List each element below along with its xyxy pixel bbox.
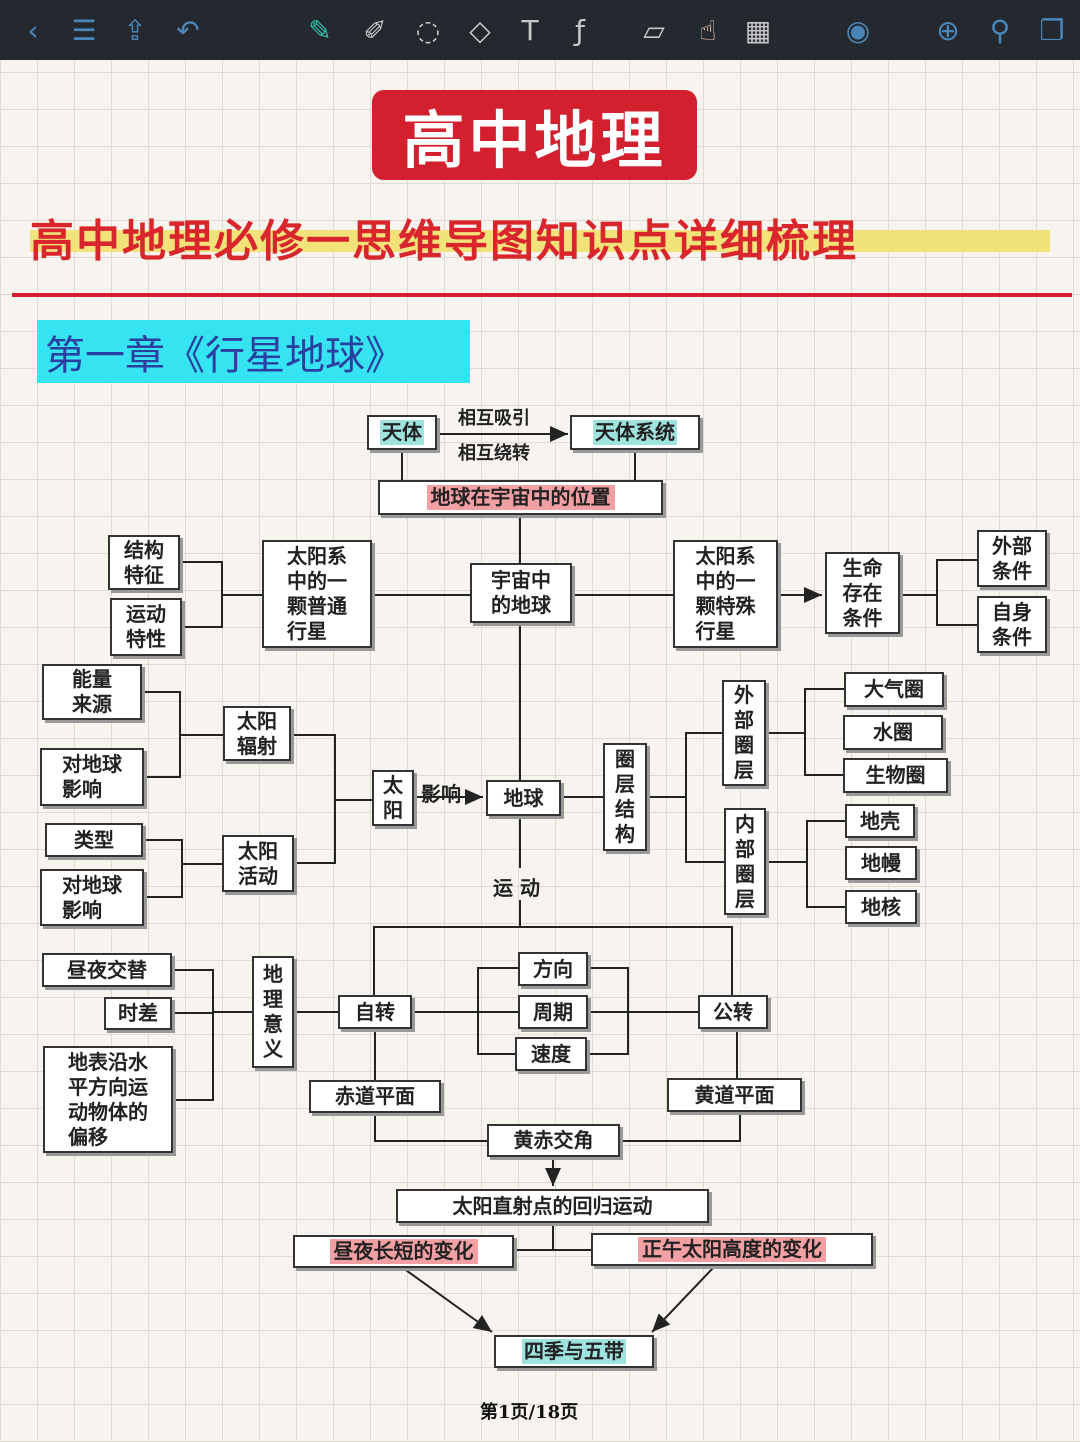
node-rotation: 自转 bbox=[338, 995, 412, 1029]
node-sphere-structure: 圈 层 结 构 bbox=[603, 743, 647, 851]
subtitle: 高中地理必修一思维导图知识点详细梳理 bbox=[30, 205, 1050, 267]
node-hydrosphere: 水圈 bbox=[843, 715, 943, 750]
page-title: 高中地理 bbox=[372, 90, 697, 180]
node-core: 地核 bbox=[845, 890, 917, 924]
page-indicator: 第1页/18页 bbox=[480, 1402, 579, 1423]
node-earth-position: 地球在宇宙中的位置 bbox=[378, 480, 663, 515]
node-obliquity: 黄赤交角 bbox=[487, 1124, 620, 1157]
node-energy-source: 能量 来源 bbox=[42, 664, 142, 720]
node-biosphere: 生物圈 bbox=[843, 758, 948, 793]
lasso-icon[interactable]: ◌ bbox=[415, 13, 441, 47]
node-celestial-body: 天体 bbox=[367, 415, 437, 450]
node-earth-in-universe: 宇宙中 的地球 bbox=[470, 563, 572, 623]
ruler-icon[interactable]: ▱ bbox=[643, 13, 665, 47]
node-ordinary-planet: 太阳系 中的一 颗普通 行星 bbox=[262, 540, 372, 648]
node-crust: 地壳 bbox=[845, 804, 915, 838]
highlighter-icon[interactable]: ✐ bbox=[363, 13, 387, 47]
node-speed: 速度 bbox=[515, 1037, 587, 1071]
node-solar-radiation: 太阳 辐射 bbox=[223, 706, 291, 761]
node-revolution: 公转 bbox=[698, 995, 768, 1029]
node-noon-sun-height-change: 正午太阳高度的变化 bbox=[591, 1233, 873, 1266]
node-own-conditions: 自身 条件 bbox=[977, 596, 1047, 653]
node-structure: 结构 特征 bbox=[108, 535, 180, 590]
label-orbit: 相互绕转 bbox=[458, 443, 530, 464]
node-celestial-system: 天体系统 bbox=[570, 415, 700, 450]
layout-icon[interactable]: ▦ bbox=[744, 13, 772, 47]
node-seasons-zones: 四季与五带 bbox=[494, 1335, 654, 1368]
add-icon[interactable]: ⊕ bbox=[936, 13, 960, 47]
node-mantle: 地幔 bbox=[845, 846, 917, 880]
node-effect-earth-2: 对地球 影响 bbox=[40, 869, 144, 926]
laser-icon[interactable]: ƒ bbox=[575, 13, 585, 47]
node-effect-earth-1: 对地球 影响 bbox=[40, 748, 144, 806]
share-icon[interactable]: ⇪ bbox=[123, 13, 147, 47]
node-type: 类型 bbox=[45, 823, 143, 857]
eraser-icon[interactable]: ◇ bbox=[469, 13, 491, 47]
node-ecliptic-plane: 黄道平面 bbox=[667, 1078, 802, 1112]
undo-icon[interactable]: ↶ bbox=[176, 13, 200, 47]
node-solar-activity: 太阳 活动 bbox=[222, 835, 294, 892]
node-geographic-meaning: 地 理 意 义 bbox=[252, 956, 294, 1068]
label-motion: 运 动 bbox=[493, 876, 540, 900]
toolbar: ‹ ☰ ⇪ ↶ ✎ ✐ ◌ ◇ T ƒ ▱ ☝ ▦ ◉ ⊕ ⚲ ❐ bbox=[0, 0, 1080, 60]
menu-icon[interactable]: ☰ bbox=[71, 13, 97, 47]
node-equator-plane: 赤道平面 bbox=[309, 1080, 441, 1113]
node-atmosphere: 大气圈 bbox=[844, 672, 944, 707]
node-life-conditions: 生命 存在 条件 bbox=[825, 552, 900, 634]
node-day-night: 昼夜交替 bbox=[42, 953, 172, 987]
node-special-planet: 太阳系 中的一 颗特殊 行星 bbox=[673, 540, 778, 648]
label-influence: 影响 bbox=[421, 782, 461, 806]
pages-icon[interactable]: ❐ bbox=[1039, 13, 1065, 47]
back-icon[interactable]: ‹ bbox=[27, 13, 39, 47]
node-earth: 地球 bbox=[486, 780, 561, 816]
brush-icon[interactable]: ✎ bbox=[308, 13, 332, 47]
node-time-difference: 时差 bbox=[104, 997, 172, 1030]
chapter-heading: 第一章《行星地球》 bbox=[37, 320, 470, 383]
node-subsolar-migration: 太阳直射点的回归运动 bbox=[396, 1189, 709, 1223]
finger-icon[interactable]: ☝ bbox=[699, 13, 717, 47]
node-internal-spheres: 内 部 圈 层 bbox=[724, 808, 766, 915]
divider bbox=[12, 293, 1072, 297]
node-motion-feature: 运动 特性 bbox=[110, 598, 182, 656]
node-external-spheres: 外 部 圈 层 bbox=[722, 680, 766, 786]
node-day-length-change: 昼夜长短的变化 bbox=[293, 1235, 514, 1268]
label-attract: 相互吸引 bbox=[458, 408, 530, 429]
node-external-conditions: 外部 条件 bbox=[977, 530, 1047, 587]
search-icon[interactable]: ⚲ bbox=[989, 13, 1011, 47]
node-period: 周期 bbox=[518, 995, 588, 1029]
node-deflection: 地表沿水 平方向运 动物体的 偏移 bbox=[43, 1046, 173, 1153]
mic-icon[interactable]: ◉ bbox=[845, 13, 871, 47]
text-icon[interactable]: T bbox=[521, 13, 539, 47]
node-direction: 方向 bbox=[518, 952, 588, 986]
node-sun: 太 阳 bbox=[372, 770, 414, 826]
